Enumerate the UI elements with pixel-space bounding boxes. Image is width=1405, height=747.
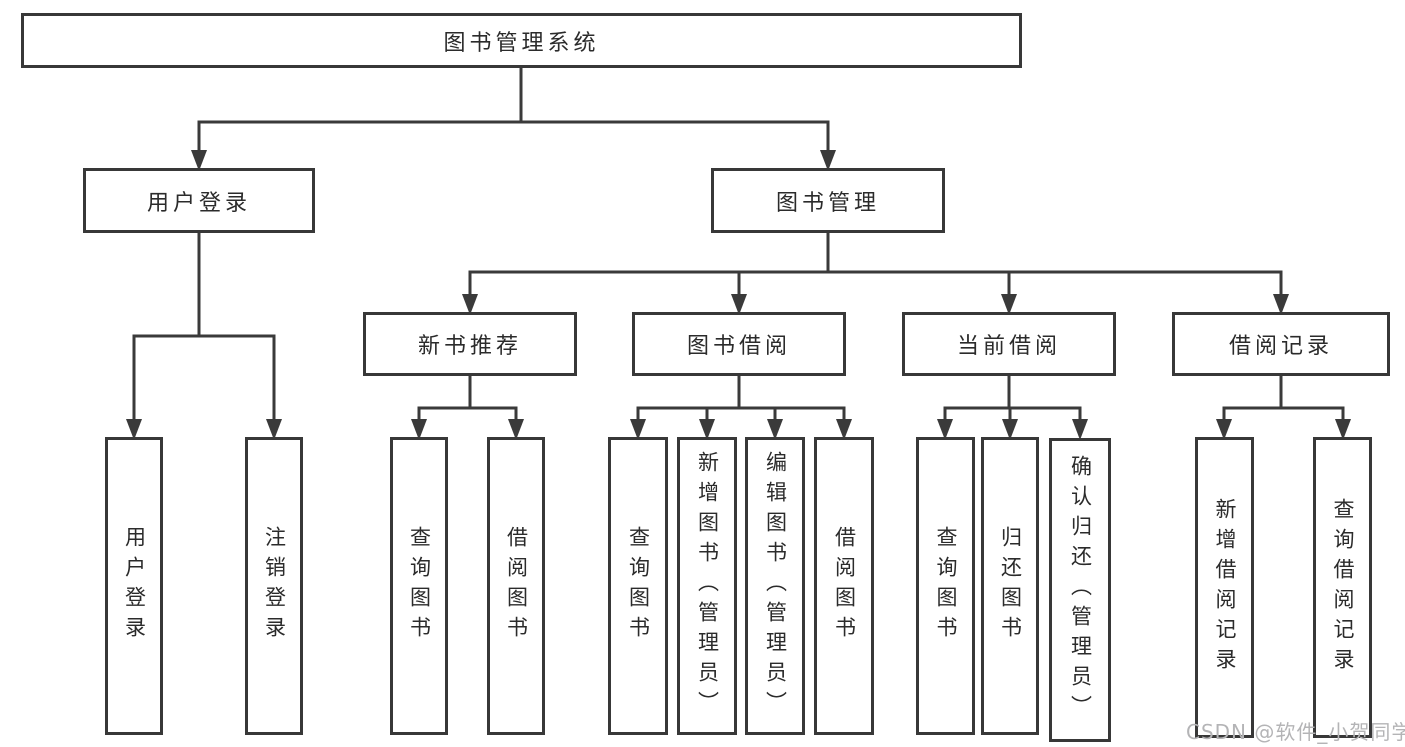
node-new-book-recommend: 新书推荐 bbox=[363, 312, 577, 376]
node-leaf-query-book-1: 查询图书 bbox=[390, 437, 448, 735]
node-leaf-query-borrow-record: 查询借阅记录 bbox=[1313, 437, 1372, 738]
node-leaf-add-borrow-record: 新增借阅记录 bbox=[1195, 437, 1254, 738]
node-book-borrow: 图书借阅 bbox=[632, 312, 846, 376]
node-leaf-query-book-2: 查询图书 bbox=[608, 437, 668, 735]
node-leaf-return-book: 归还图书 bbox=[981, 437, 1039, 735]
node-leaf-add-book-admin: 新增图书（管理员） bbox=[677, 437, 737, 735]
node-borrow-record: 借阅记录 bbox=[1172, 312, 1390, 376]
node-leaf-query-book-3: 查询图书 bbox=[916, 437, 975, 735]
node-user-login: 用户登录 bbox=[83, 168, 315, 233]
node-leaf-confirm-return-admin: 确认归还（管理员） bbox=[1049, 438, 1111, 742]
node-leaf-borrow-book-2: 借阅图书 bbox=[814, 437, 874, 735]
node-current-borrow: 当前借阅 bbox=[902, 312, 1116, 376]
csdn-watermark: CSDN @软件_小贺同学 bbox=[1186, 720, 1405, 744]
node-root-library-system: 图书管理系统 bbox=[21, 13, 1022, 68]
node-leaf-logout: 注销登录 bbox=[245, 437, 303, 735]
node-leaf-user-login: 用户登录 bbox=[105, 437, 163, 735]
node-leaf-borrow-book-1: 借阅图书 bbox=[487, 437, 545, 735]
node-book-management: 图书管理 bbox=[711, 168, 945, 233]
arrowheads-group bbox=[126, 150, 1351, 440]
node-leaf-edit-book-admin: 编辑图书（管理员） bbox=[745, 437, 805, 735]
